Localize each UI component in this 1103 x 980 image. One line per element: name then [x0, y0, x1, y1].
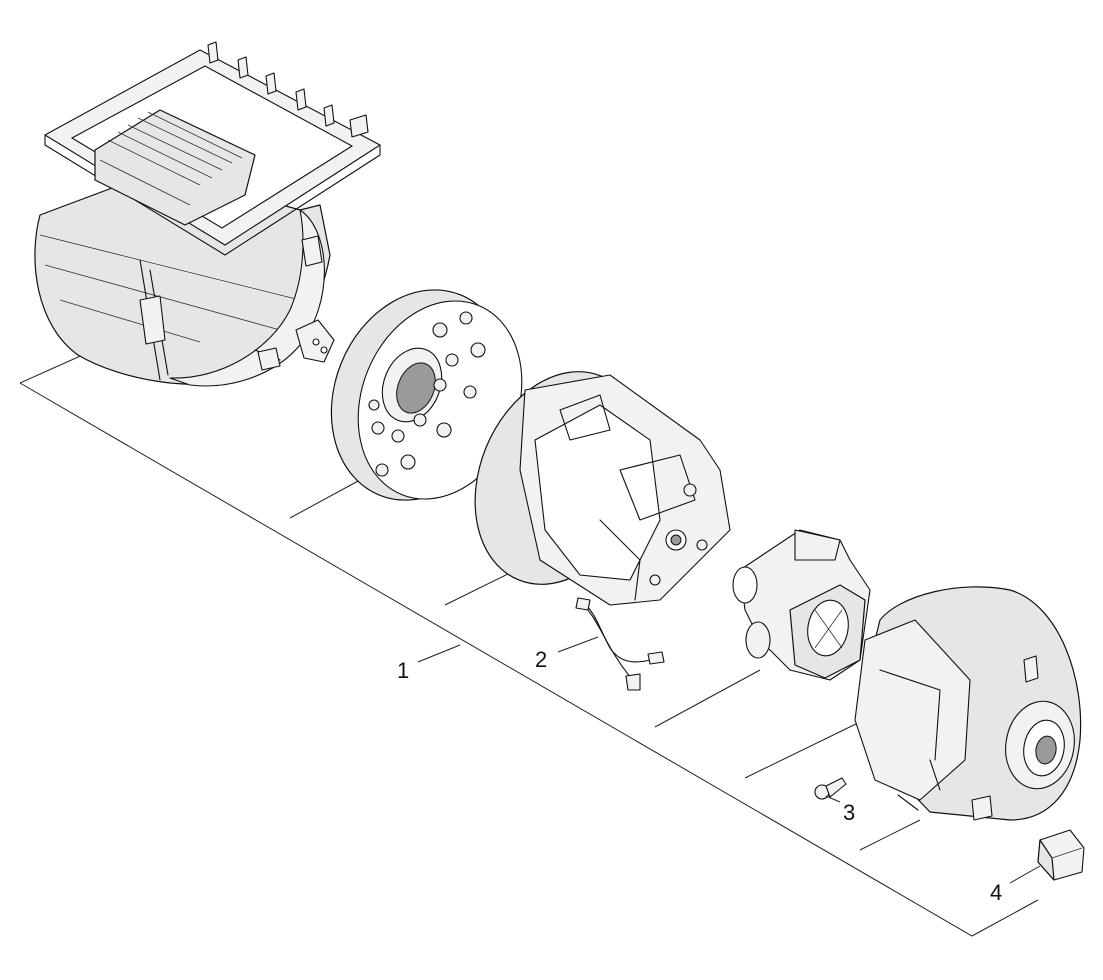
blower-housing	[34, 41, 381, 387]
spring-clip	[295, 319, 335, 363]
wire-harness	[575, 597, 665, 691]
assembly-bracket	[19, 344, 1039, 937]
motor-end-plate	[330, 289, 523, 501]
motor-body	[474, 371, 731, 606]
screw	[814, 777, 847, 800]
rear-motor-cover	[854, 586, 1082, 821]
connector-block	[1037, 829, 1085, 881]
impeller-bracket	[732, 529, 871, 681]
callout-4: 4	[990, 880, 1002, 905]
callout-2: 2	[535, 647, 547, 672]
callout-leaders	[417, 636, 1041, 884]
callout-1: 1	[397, 658, 409, 683]
callout-3: 3	[843, 800, 855, 825]
